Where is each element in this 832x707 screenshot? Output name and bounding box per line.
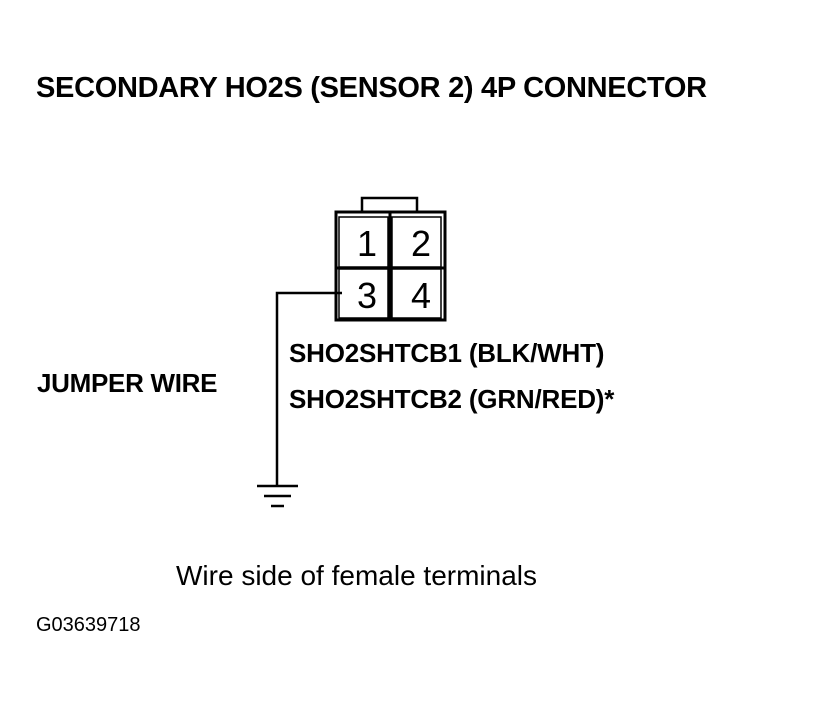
wire-label-1: SHO2SHTCB1 (BLK/WHT) — [289, 338, 605, 368]
pin-number-1: 1 — [357, 223, 377, 264]
jumper-wire — [275, 291, 342, 485]
diagram-caption: Wire side of female terminals — [176, 560, 538, 591]
diagram-title: SECONDARY HO2S (SENSOR 2) 4P CONNECTOR — [36, 72, 707, 104]
pin-number-4: 4 — [411, 275, 431, 316]
pin-number-3: 3 — [357, 275, 377, 316]
pin-number-2: 2 — [411, 223, 431, 264]
jumper-wire-label: JUMPER WIRE — [37, 368, 218, 398]
ground-icon — [257, 484, 298, 508]
wire-label-2: SHO2SHTCB2 (GRN/RED)* — [289, 384, 615, 414]
connector-latch — [360, 196, 419, 212]
figure-id: G03639718 — [36, 614, 141, 636]
